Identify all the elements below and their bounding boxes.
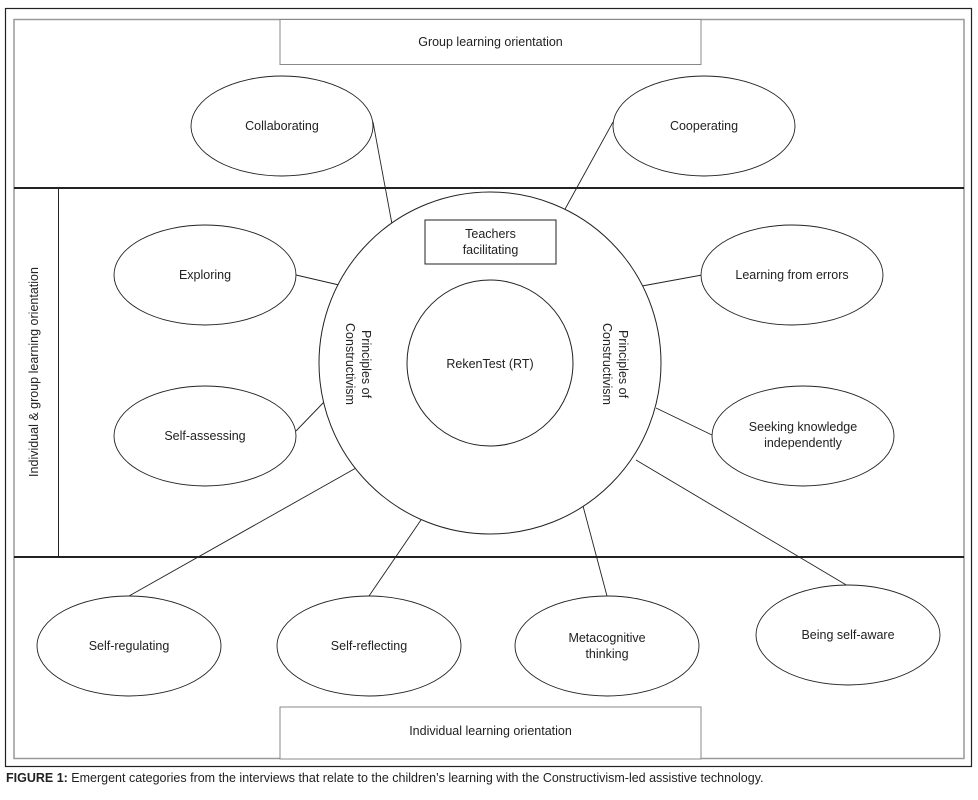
category-metacognitive-thinking: Metacognitive thinking [514,595,700,697]
category-label: Being self-aware [801,628,894,642]
category-label: Collaborating [245,119,319,133]
outer-frame [4,7,973,768]
category-self-reflecting: Self-reflecting [276,595,462,697]
zone-label-group: Group learning orientation [279,19,702,65]
connector-self-regulating [128,467,357,597]
zone-label-individual-text: Individual learning orientation [409,724,572,738]
category-seeking-knowledge: Seeking knowledge independently [711,385,895,487]
connector-self-reflecting [368,516,424,597]
category-exploring: Exploring [113,224,297,326]
teachers-facilitating-box: Teachers facilitating [424,219,557,265]
connector-metacognitive [582,505,608,597]
category-label: Cooperating [670,119,738,133]
category-label: Learning from errors [735,268,848,282]
category-collaborating: Collaborating [190,75,374,177]
connector-cooperating [563,121,614,212]
category-label: Exploring [179,268,231,282]
category-label: thinking [585,647,628,661]
category-self-regulating: Self-regulating [36,595,222,697]
ring-label-left-line-1: Principles of [359,330,373,399]
connector-exploring [295,274,340,286]
connector-collaborating [372,121,393,225]
connectors [128,121,849,597]
category-label: Seeking knowledge [749,420,857,434]
zone-label-individual: Individual learning orientation [279,706,702,760]
connector-learning-from-errors [641,274,703,287]
figure-caption-text: Emergent categories from the interviews … [67,771,764,785]
figure-caption-label: FIGURE 1: [6,771,68,785]
category-learning-from-errors: Learning from errors [700,224,884,326]
category-label: independently [764,436,843,450]
ring-label-left-line-2: Constructivism [343,323,357,405]
connector-self-aware [635,459,849,587]
category-label: Self-assessing [164,429,245,443]
category-cooperating: Cooperating [612,75,796,177]
zone-label-group-text: Group learning orientation [418,35,563,49]
ring-label-left: Principles of Constructivism [343,323,373,405]
category-label: Self-regulating [89,639,170,653]
category-being-self-aware: Being self-aware [755,584,941,686]
teachers-facilitating-line-1: Teachers [465,227,516,241]
ring-label-right: Principles of Constructivism [600,323,630,405]
core-circle [406,279,574,447]
category-label: Self-reflecting [331,639,407,653]
category-self-assessing: Self-assessing [113,385,297,487]
teachers-facilitating-line-2: facilitating [463,243,519,257]
figure-caption: FIGURE 1: Emergent categories from the i… [6,771,764,785]
core-label: RekenTest (RT) [446,357,533,371]
ring-label-right-line-2: Constructivism [600,323,614,405]
zone-label-mixed: Individual & group learning orientation [27,267,41,477]
connector-seeking-knowledge [655,407,713,436]
category-label: Metacognitive [568,631,645,645]
ring-label-right-line-1: Principles of [616,330,630,399]
connector-self-assessing [295,401,325,432]
